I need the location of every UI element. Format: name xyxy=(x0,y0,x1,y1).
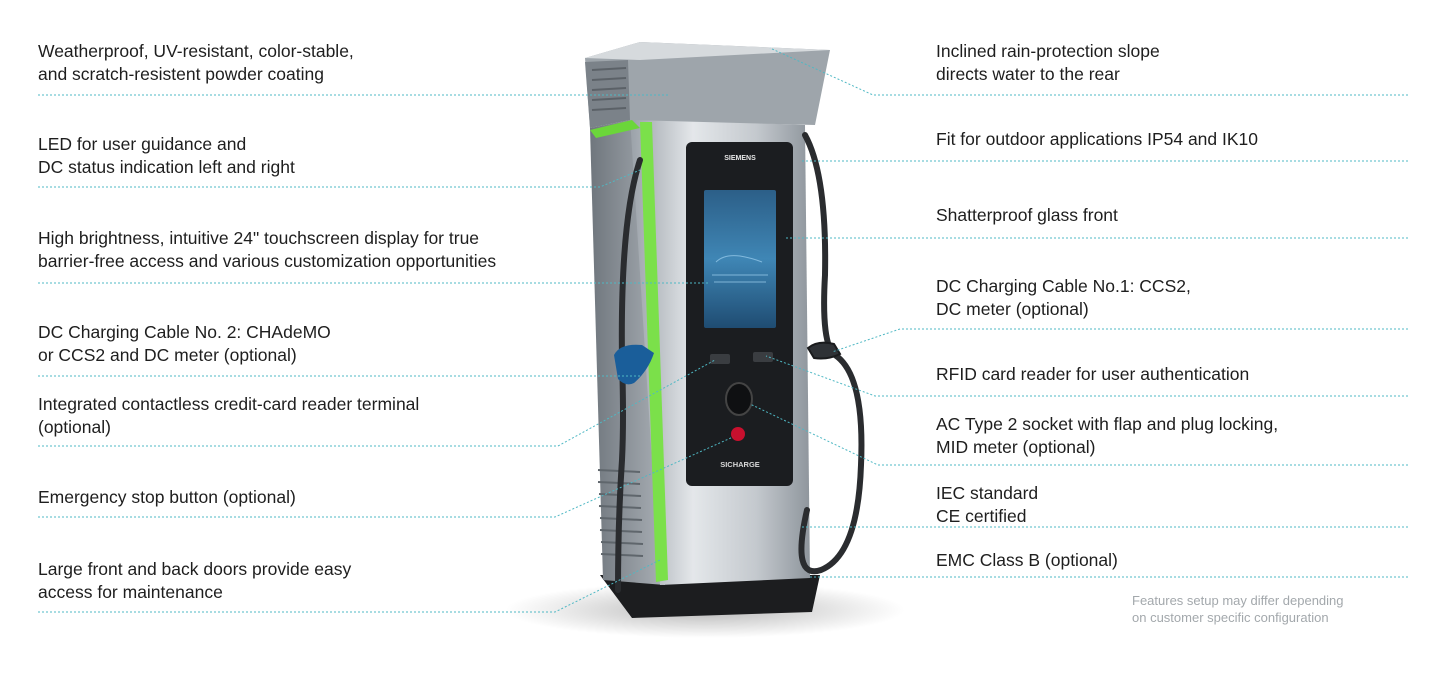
callout-ac-socket: AC Type 2 socket with flap and plug lock… xyxy=(936,414,1279,457)
rfid-reader xyxy=(753,352,773,362)
callout-powder-coating: Weatherproof, UV-resistant, color-stable… xyxy=(38,41,354,84)
led-top xyxy=(590,120,640,138)
callout-dc-cable-1: DC Charging Cable No.1: CCS2,DC meter (o… xyxy=(936,276,1191,319)
brand-bottom: SICHARGE xyxy=(720,460,760,469)
callout-emergency-stop: Emergency stop button (optional) xyxy=(38,487,296,507)
brand-top: SIEMENS xyxy=(724,155,756,162)
callout-touchscreen: High brightness, intuitive 24" touchscre… xyxy=(38,228,497,271)
callout-credit-card-reader: Integrated contactless credit-card reade… xyxy=(38,394,420,437)
rain-slope xyxy=(585,42,830,60)
top-cap xyxy=(585,42,830,128)
screen-content xyxy=(712,255,768,283)
callout-ip54: Fit for outdoor applications IP54 and IK… xyxy=(936,129,1259,149)
card-reader xyxy=(710,354,730,364)
top-cap-dark xyxy=(585,60,630,128)
top-vent xyxy=(591,67,627,111)
callout-emc: EMC Class B (optional) xyxy=(936,550,1118,570)
touchscreen xyxy=(704,190,776,328)
callout-rfid: RFID card reader for user authentication xyxy=(936,364,1250,384)
callout-glass-front: Shatterproof glass front xyxy=(936,205,1118,225)
ac-socket xyxy=(725,382,753,416)
emergency-stop xyxy=(731,427,745,441)
plug-right xyxy=(806,341,842,360)
